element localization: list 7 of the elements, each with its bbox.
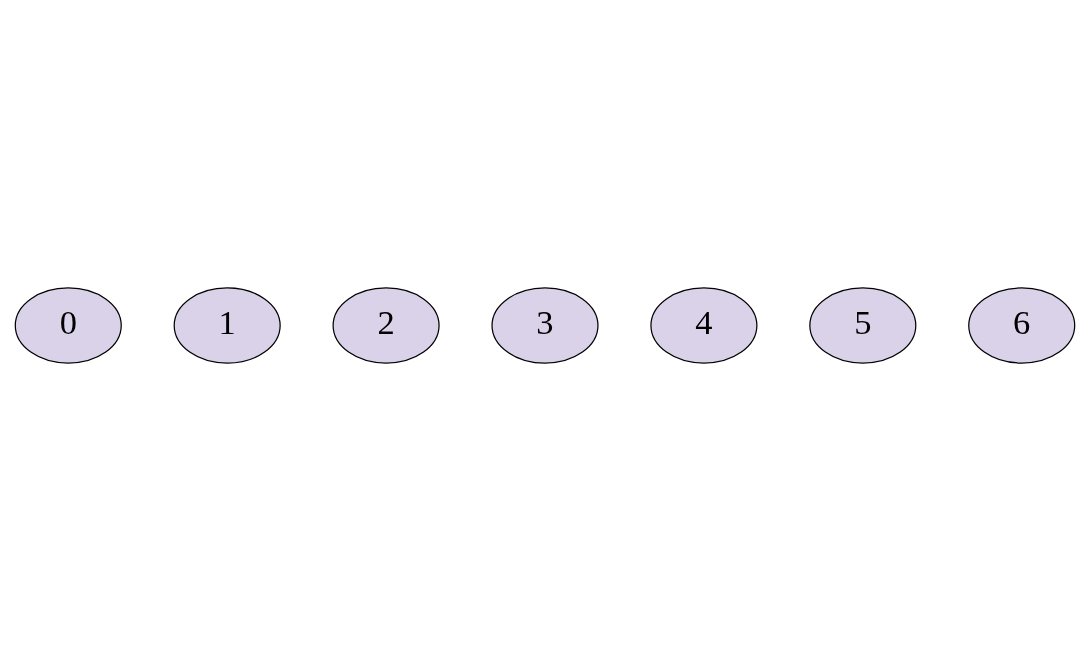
node-ellipse: 1 bbox=[173, 286, 281, 364]
node-ellipse: 4 bbox=[650, 286, 758, 364]
node-ellipse: 0 bbox=[14, 286, 122, 364]
node-ellipse: 2 bbox=[332, 286, 440, 364]
node-ellipse: 6 bbox=[968, 286, 1076, 364]
node-ellipse: 3 bbox=[491, 286, 599, 364]
node-ellipse: 5 bbox=[809, 286, 917, 364]
